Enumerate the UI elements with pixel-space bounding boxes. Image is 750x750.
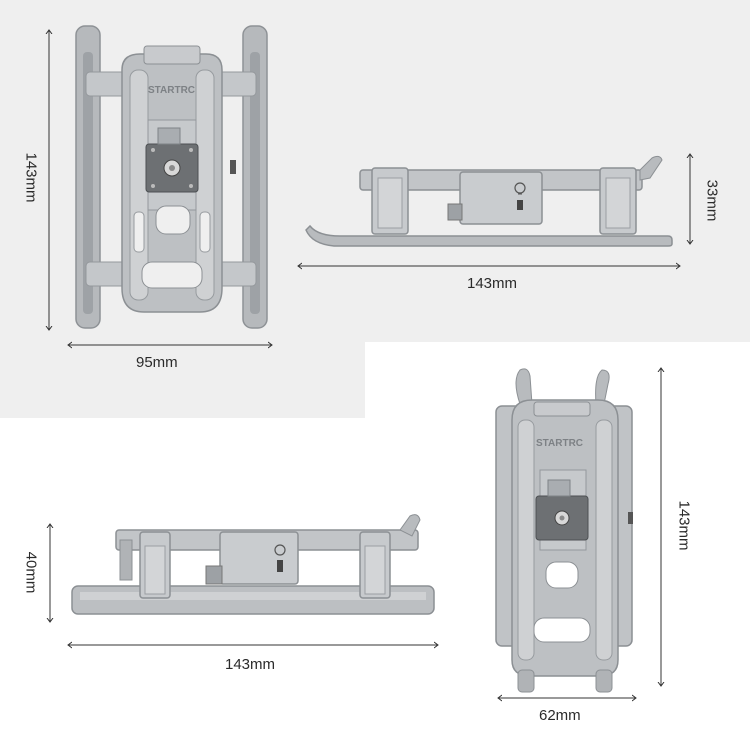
front-height-label: 143mm bbox=[22, 152, 40, 203]
folded-height-label: 40mm bbox=[22, 551, 40, 594]
side-height-label: 33mm bbox=[703, 179, 721, 222]
folded-length-label: 143mm bbox=[225, 656, 276, 673]
brand-mark-front: STARTRC bbox=[148, 85, 195, 96]
left-background-panel bbox=[0, 342, 365, 418]
folded-side-view-landing-gear bbox=[71, 514, 435, 615]
side-view-landing-gear bbox=[305, 155, 673, 247]
brand-mark-folded: STARTRC bbox=[536, 438, 583, 449]
front-width-label: 95mm bbox=[136, 354, 178, 371]
folded-front-width-label: 62mm bbox=[539, 707, 581, 724]
folded-front-height-label: 143mm bbox=[675, 500, 693, 551]
folded-front-view-landing-gear bbox=[495, 368, 633, 693]
side-length-label: 143mm bbox=[467, 275, 518, 292]
front-view-landing-gear bbox=[75, 25, 268, 329]
